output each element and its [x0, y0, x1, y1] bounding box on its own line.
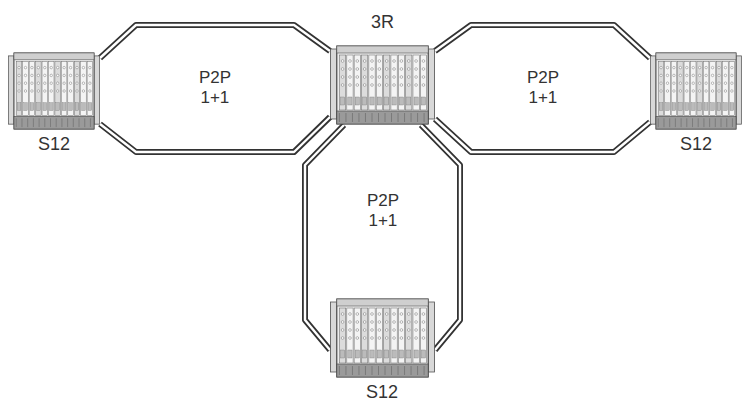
link-label: P2P 1+1 [525, 68, 561, 109]
link-label: P2P 1+1 [197, 68, 233, 109]
protected-link [100, 117, 330, 152]
chassis-illustration [330, 298, 435, 378]
chassis-illustration [8, 52, 100, 130]
chassis-illustration [650, 52, 742, 130]
protected-link [100, 25, 330, 58]
chassis-illustration [330, 45, 435, 125]
network-chassis: S12 [330, 298, 435, 378]
node-label: S12 [366, 382, 398, 403]
link-label: P2P 1+1 [365, 191, 401, 232]
protected-link [435, 25, 650, 58]
network-chassis: S12 [8, 52, 100, 130]
protected-link [435, 119, 650, 152]
network-chassis: 3R [330, 45, 435, 125]
node-label: S12 [38, 134, 70, 155]
node-label: 3R [371, 12, 394, 33]
node-label: S12 [680, 134, 712, 155]
network-chassis: S12 [650, 52, 742, 130]
